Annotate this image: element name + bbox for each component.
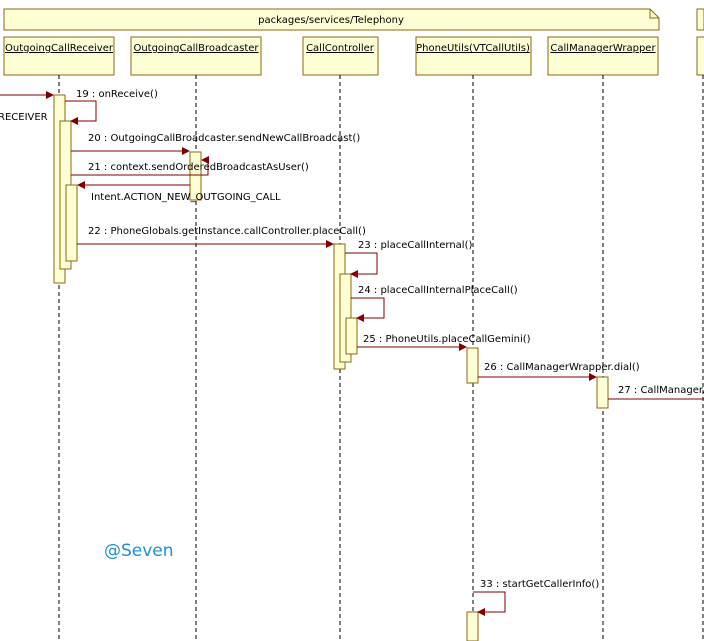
msg-20-label: 20 : OutgoingCallBroadcaster.sendNewCall…	[88, 133, 360, 144]
msg-19-label: 19 : onReceive()	[76, 89, 158, 100]
msg-22-label: 22 : PhoneGlobals.getInstance.callContro…	[88, 226, 366, 237]
arrow-24	[351, 297, 385, 322]
lifeline-head-cmw[interactable]: CallManagerWrapper	[547, 36, 659, 76]
package-frame: packages/services/Telephony	[3, 8, 704, 31]
activations	[53, 94, 609, 641]
lifeline-head-ocb[interactable]: OutgoingCallBroadcaster	[130, 36, 262, 76]
watermark: @Seven	[104, 541, 174, 561]
activation-ocr-3	[65, 184, 78, 262]
package-label: packages/services/Telephony	[258, 15, 404, 26]
lifeline-head-offscreen	[696, 36, 704, 76]
activation-pu-1	[466, 347, 479, 384]
arrow-19	[65, 100, 97, 125]
msg-26-label: 26 : CallManagerWrapper.dial()	[484, 362, 640, 373]
lifeline-head-ocr[interactable]: OutgoingCallReceiver	[3, 36, 115, 76]
lifeline-label: OutgoingCallReceiver	[5, 43, 114, 54]
lifeline-head-cc[interactable]: CallController	[302, 36, 379, 76]
arrow-33	[473, 591, 506, 616]
activation-cmw-1	[596, 376, 609, 409]
lifeline-label: CallManagerWrapper	[550, 43, 656, 54]
lifeline-label: OutgoingCallBroadcaster	[133, 43, 259, 54]
msg-23-label: 23 : placeCallInternal()	[358, 240, 472, 251]
activation-cc-3	[345, 317, 358, 355]
msg-24-label: 24 : placeCallInternalPlaceCall()	[358, 285, 518, 296]
arrow-21	[71, 156, 209, 176]
lifeline-label: PhoneUtils(VTCallUtils)	[416, 43, 530, 54]
activation-pu-2	[466, 611, 479, 641]
msg-27-label: 27 : CallManager.d	[618, 385, 704, 396]
activation-ocb-1	[189, 151, 202, 201]
msg-33-label: 33 : startGetCallerInfo()	[480, 579, 599, 590]
lifeline-label: CallController	[306, 43, 375, 54]
arrow-23	[345, 252, 378, 278]
msg-intent-label: Intent.ACTION_NEW_OUTGOING_CALL	[91, 192, 281, 203]
msg-receiver-label: RECEIVER	[0, 112, 48, 123]
lifeline-head-pu[interactable]: PhoneUtils(VTCallUtils)	[415, 36, 532, 76]
msg-21-label: 21 : context.sendOrderedBroadcastAsUser(…	[88, 162, 309, 173]
msg-25-label: 25 : PhoneUtils.placeCallGemini()	[363, 334, 531, 345]
message-arrows	[0, 91, 704, 616]
